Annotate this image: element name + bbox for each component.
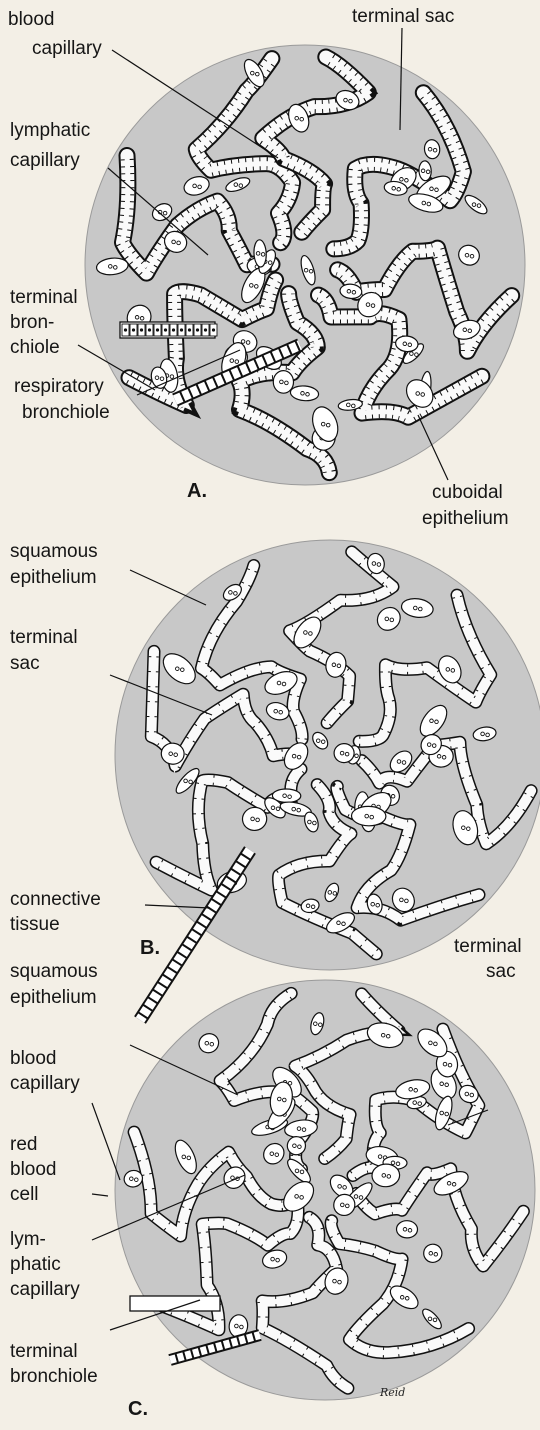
label-c-terminal-bronchiole-line1: terminal <box>10 1340 78 1363</box>
label-c-lymphatic-capillary-line3: capillary <box>10 1278 80 1301</box>
panel-b-letter: B. <box>140 937 160 960</box>
label-b-connective-tissue-line2: tissue <box>10 913 60 936</box>
label-a-respiratory-bronchiole-line2: bronchiole <box>22 401 110 424</box>
label-a-lymphatic-capillary-line1: lymphatic <box>10 119 90 142</box>
label-a-cuboidal-epithelium-line1: cuboidal <box>432 481 503 504</box>
label-a-blood-capillary-line1: blood <box>8 8 55 31</box>
label-c-terminal-sac-line2: sac <box>486 960 516 983</box>
panel-c-letter: C. <box>128 1398 148 1421</box>
label-c-terminal-sac-line1: terminal <box>454 935 522 958</box>
label-c-squamous-epithelium-line1: squamous <box>10 960 98 983</box>
label-a-lymphatic-capillary-line2: capillary <box>10 149 80 172</box>
label-c-red-blood-cell-line3: cell <box>10 1183 39 1206</box>
label-b-terminal-sac-line1: terminal <box>10 626 78 649</box>
label-b-squamous-epithelium-line2: epithelium <box>10 566 97 589</box>
panel-a-diagram <box>85 45 525 485</box>
label-b-terminal-sac-line2: sac <box>10 652 40 675</box>
label-c-red-blood-cell-line1: red <box>10 1133 37 1156</box>
label-a-cuboidal-epithelium-line2: epithelium <box>422 507 509 530</box>
label-a-terminal-bronchiole-line2: bron- <box>10 311 54 334</box>
label-a-terminal-bronchiole-line1: terminal <box>10 286 78 309</box>
label-c-red-blood-cell-line2: blood <box>10 1158 57 1181</box>
label-c-terminal-bronchiole-line2: bronchiole <box>10 1365 98 1388</box>
label-a-terminal-sac: terminal sac <box>352 5 454 28</box>
label-a-blood-capillary-line2: capillary <box>32 37 102 60</box>
label-c-lymphatic-capillary-line2: phatic <box>10 1253 61 1276</box>
panel-c-tissue-disc <box>115 980 535 1400</box>
panel-a-letter: A. <box>187 480 207 503</box>
label-a-respiratory-bronchiole-line1: respiratory <box>14 375 104 398</box>
label-c-lymphatic-capillary-line1: lym- <box>10 1228 46 1251</box>
label-c-blood-capillary-line2: capillary <box>10 1072 80 1095</box>
label-b-connective-tissue-line1: connective <box>10 888 101 911</box>
label-b-squamous-epithelium-line1: squamous <box>10 540 98 563</box>
label-c-blood-capillary-line1: blood <box>10 1047 57 1070</box>
artist-signature: Reid <box>380 1386 405 1399</box>
panel-c-diagram <box>115 980 535 1400</box>
label-a-terminal-bronchiole-line3: chiole <box>10 336 60 359</box>
label-c-squamous-epithelium-line2: epithelium <box>10 986 97 1009</box>
